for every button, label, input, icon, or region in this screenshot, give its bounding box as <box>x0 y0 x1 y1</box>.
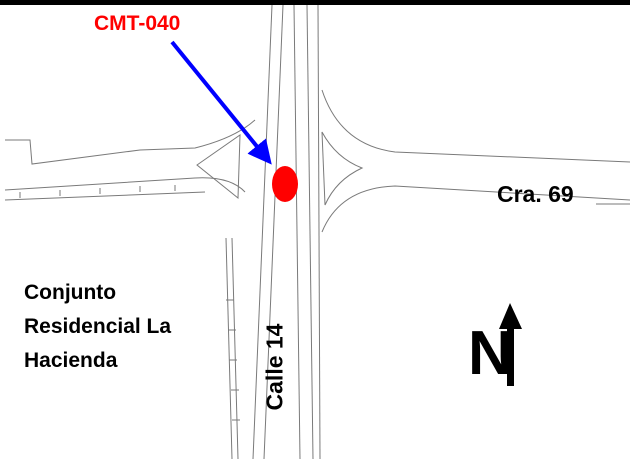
west-road-curb <box>4 191 206 201</box>
area-label-line: Conjunto <box>24 281 117 304</box>
road-label-east: Cra. 69 <box>497 181 574 207</box>
pointer-arrow <box>170 40 272 165</box>
area-label-line: Hacienda <box>24 349 118 372</box>
calle-14-edge-east-inner <box>306 4 314 459</box>
top-frame-bar <box>0 0 630 5</box>
area-label: Conjunto Residencial La Hacienda <box>24 276 171 378</box>
cra-69-north-edge <box>321 89 630 163</box>
block-west-edge <box>231 237 239 459</box>
calle-14-edge-west-inner <box>263 4 284 459</box>
road-label-vertical-wrap: Calle 14 <box>255 300 295 434</box>
marker-label: CMT-040 <box>94 12 181 35</box>
location-marker <box>272 166 298 202</box>
west-road-south-edge <box>4 177 246 193</box>
calle-14-edge-east <box>317 4 321 459</box>
area-label-line: Residencial La <box>24 315 172 338</box>
calle-14-edge-west <box>252 4 273 459</box>
west-road-lot-ticks <box>19 185 176 198</box>
north-arrow-icon <box>499 303 522 386</box>
west-road-north-edge <box>5 119 256 165</box>
west-traffic-island <box>196 134 241 200</box>
block-ticks <box>226 299 240 421</box>
compass-letter: N <box>468 319 513 388</box>
calle-14-median <box>293 4 301 459</box>
east-traffic-island <box>321 131 364 206</box>
block-west-edge-outer <box>225 237 233 459</box>
cra-69-south-edge <box>321 185 630 233</box>
road-label-vertical: Calle 14 <box>261 323 288 411</box>
